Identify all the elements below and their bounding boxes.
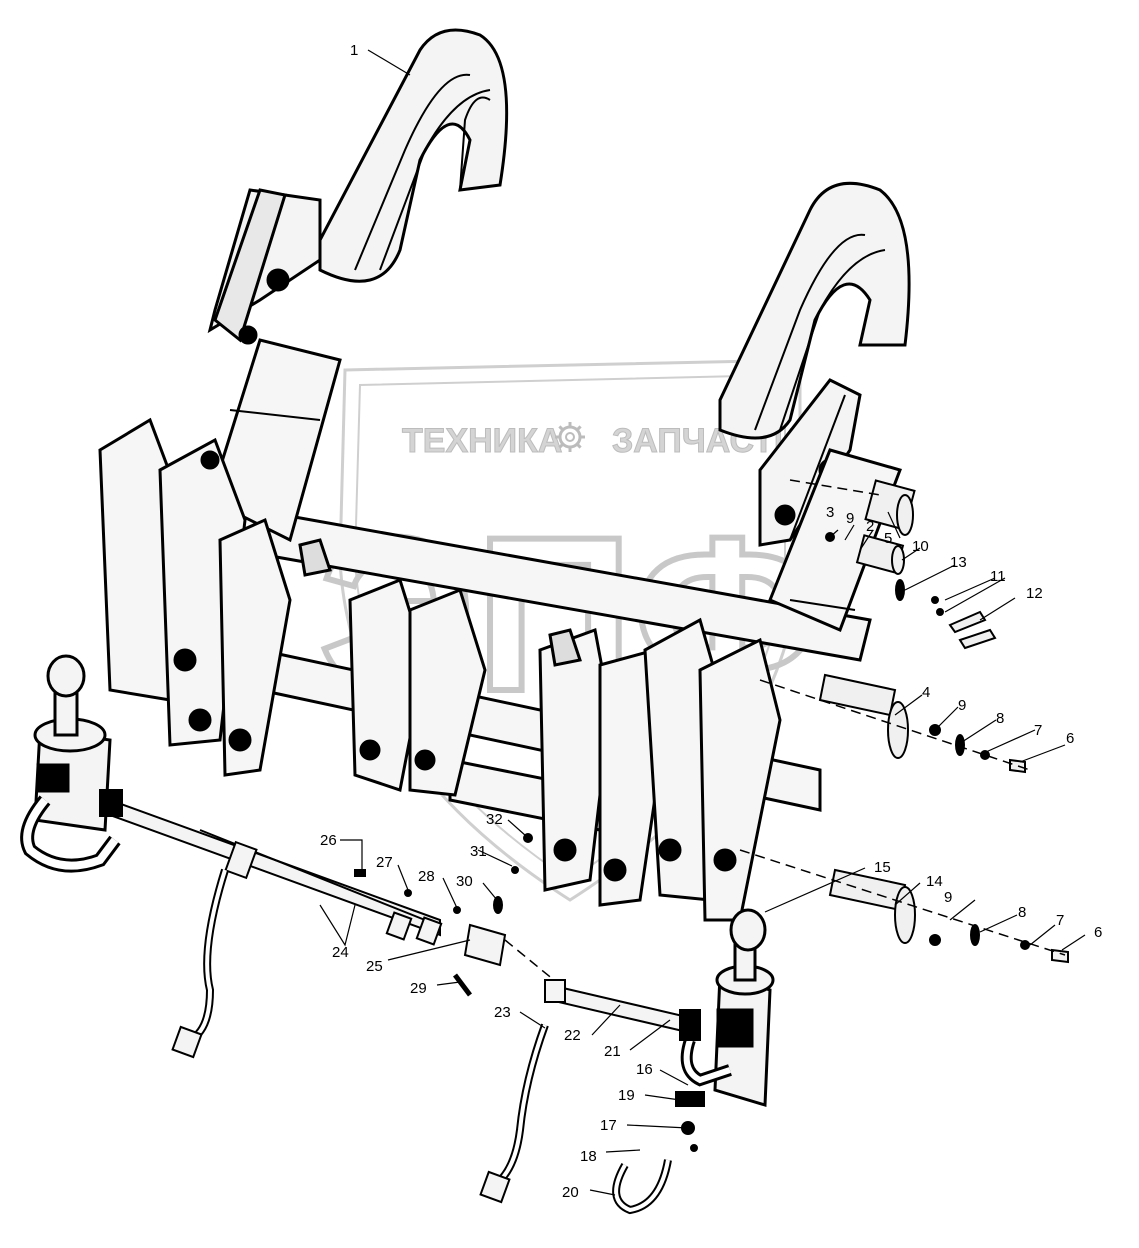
callout-9b: 9 [958,697,966,714]
callout-2: 2 [866,518,874,535]
callout-1: 1 [350,42,358,59]
callout-15: 15 [874,859,891,876]
watermark-brand-left: ТЕХНИКА [402,422,562,460]
callout-26: 26 [320,832,337,849]
callout-30: 30 [456,873,473,890]
callout-4: 4 [922,684,930,701]
callout-24: 24 [332,944,349,961]
alignment-lines [504,479,1066,986]
callout-14: 14 [926,873,943,890]
callout-28: 28 [418,868,435,885]
callout-11: 11 [990,568,1006,585]
gear-icon [555,422,585,452]
callout-7a: 7 [1034,722,1042,739]
callout-20: 20 [562,1184,579,1201]
callout-9a: 9 [846,510,854,527]
callout-numbers: 1 2 3 4 5 6 6 7 7 8 8 9 9 9 9 10 11 12 1… [320,42,1102,1201]
callout-6a: 6 [1066,730,1074,747]
callout-23: 23 [494,1004,511,1021]
callout-19: 19 [618,1087,635,1104]
callout-9d: 9 [944,889,952,906]
hydraulic-cylinder-left [20,654,121,873]
callout-31: 31 [470,843,487,860]
callout-18: 18 [580,1148,597,1165]
callout-8a: 8 [996,710,1004,727]
callout-13: 13 [950,554,967,571]
callout-21: 21 [604,1043,621,1060]
callout-7b: 7 [1056,912,1064,929]
callout-10: 10 [912,538,929,555]
linkage-arm-left [207,28,509,345]
pin-hardware-right [818,479,1069,964]
callout-5: 5 [884,530,892,547]
callout-32: 32 [486,811,503,828]
linkage-arm-right [718,181,911,547]
callout-16: 16 [636,1061,653,1078]
callout-17: 17 [600,1117,617,1134]
callout-8b: 8 [1018,904,1026,921]
callout-22: 22 [564,1027,581,1044]
callout-29: 29 [410,980,427,997]
callout-3: 3 [826,504,834,521]
callout-25: 25 [366,958,383,975]
hydraulic-cylinder-right [680,908,775,1107]
callout-12: 12 [1026,585,1043,602]
fork-frame [98,338,902,922]
callout-6b: 6 [1094,924,1102,941]
callout-27: 27 [376,854,393,871]
callout-leaders [319,49,1086,1196]
